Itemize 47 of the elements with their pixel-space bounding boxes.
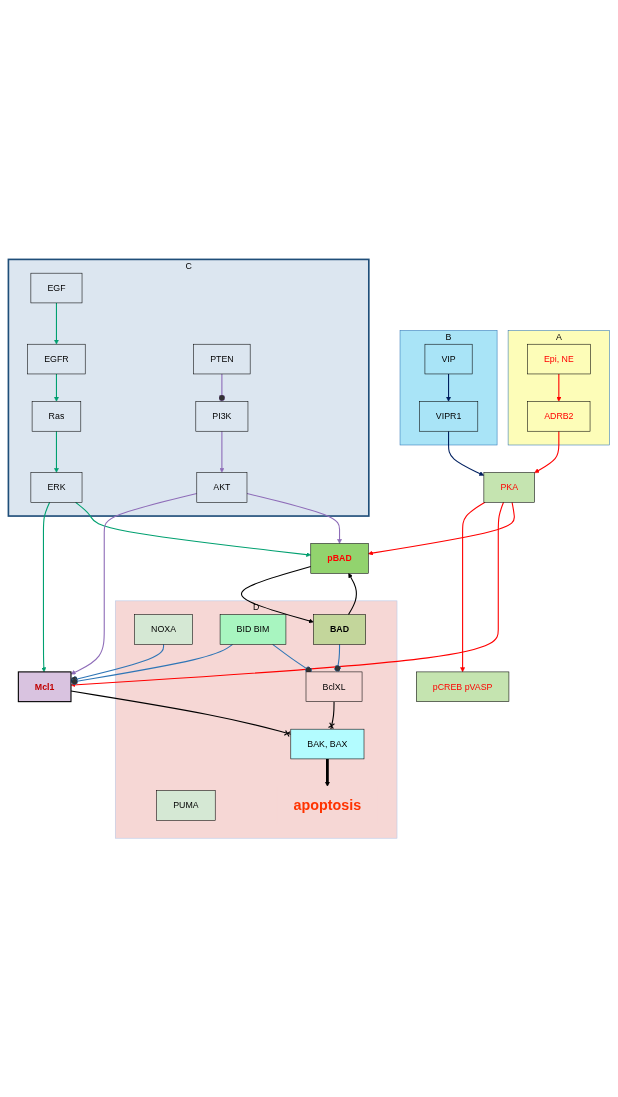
arrow (325, 758, 330, 787)
node-box: Ras (31, 400, 82, 432)
arrow (54, 430, 59, 473)
node-box: PI3K (195, 400, 249, 432)
arrow (70, 501, 505, 687)
arrow (446, 373, 451, 402)
node-box: BAD (313, 614, 366, 645)
arrow (448, 430, 485, 476)
node-box: PKA (483, 471, 535, 503)
node-box: BclXL (305, 671, 363, 702)
arrow (54, 302, 59, 345)
node-text: apoptosis (293, 796, 362, 814)
arrow (54, 373, 59, 402)
arrow (534, 430, 560, 473)
arrow (368, 501, 515, 556)
arrow (556, 373, 562, 402)
arrow (75, 501, 311, 557)
node-box: BID BIM (219, 614, 287, 645)
node-box: VIPR1 (419, 400, 479, 432)
connector (272, 643, 313, 673)
connector (70, 643, 165, 683)
node-box: VIP (424, 343, 473, 374)
arrow (246, 492, 342, 544)
node-box: pCREB pVASP (416, 671, 510, 702)
node-box: pBAD (310, 543, 369, 574)
node-box: Epi, NE (527, 343, 591, 374)
connector (334, 643, 341, 673)
arrow (41, 501, 51, 672)
node-box: ERK (30, 471, 83, 503)
node-box: Mcl1 (17, 671, 72, 702)
connector (70, 643, 234, 685)
connector (218, 373, 226, 402)
arrow (219, 430, 225, 473)
arrow (240, 565, 314, 623)
node-box: PTEN (193, 343, 251, 374)
arrow (70, 492, 198, 675)
node-box: EGF (30, 272, 83, 303)
node-box: ADRB2 (527, 400, 591, 432)
arrow (347, 572, 357, 615)
arrow (460, 501, 486, 672)
node-box: NOXA (134, 614, 193, 645)
node-box: BAK, BAX (290, 728, 365, 759)
connector (327, 700, 335, 730)
connector (70, 690, 292, 737)
node-box: EGFR (27, 343, 86, 374)
node-box: AKT (196, 471, 248, 503)
node-box: PUMA (156, 790, 216, 821)
